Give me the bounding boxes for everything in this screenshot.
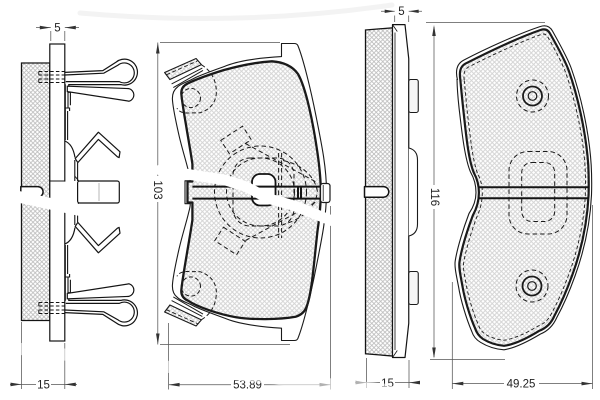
svg-text:53.89: 53.89 xyxy=(233,380,262,392)
svg-text:49.25: 49.25 xyxy=(507,379,536,391)
svg-text:116: 116 xyxy=(428,188,440,206)
svg-text:5: 5 xyxy=(54,23,60,35)
svg-text:15: 15 xyxy=(37,380,50,392)
svg-text:103: 103 xyxy=(151,180,163,199)
svg-text:5: 5 xyxy=(398,6,404,18)
